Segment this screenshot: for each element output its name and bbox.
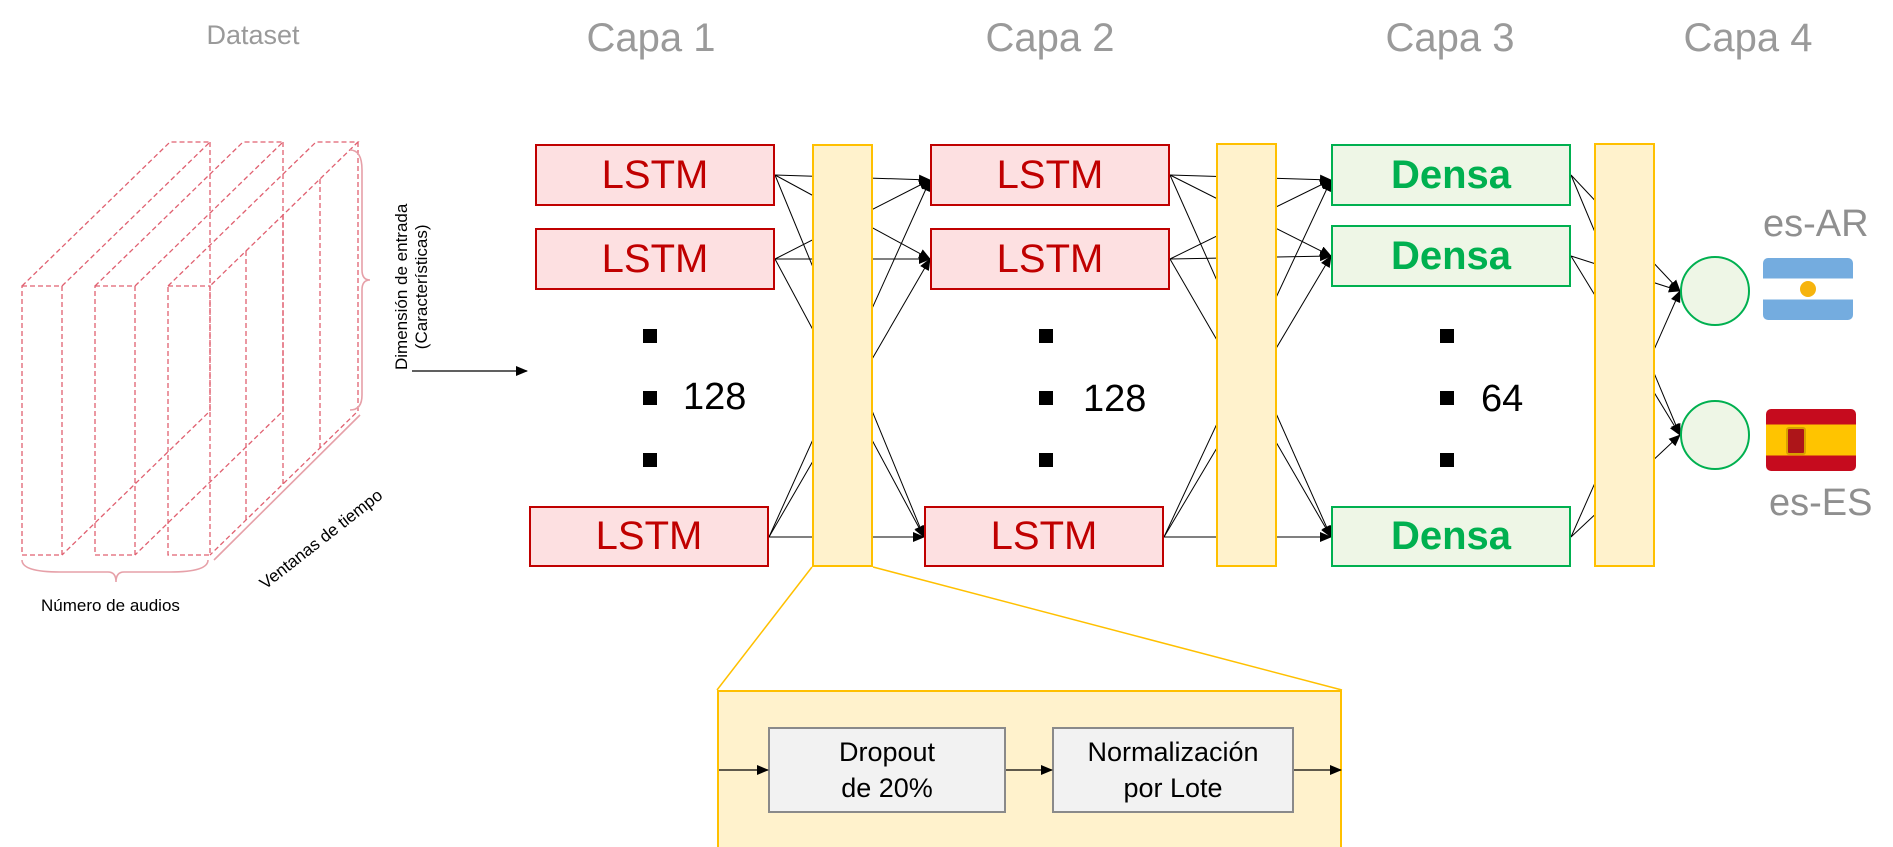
header-layer-3: Capa 3: [1385, 16, 1515, 60]
layer2-lstm-unit: LSTM: [930, 228, 1170, 290]
dataset-slab-edge: [94, 141, 285, 287]
layer2-lstm-unit: LSTM: [930, 144, 1170, 206]
layer2-unit-count: 128: [1083, 378, 1147, 420]
ellipsis-dot: [643, 453, 657, 467]
ellipsis-dot: [1440, 391, 1454, 405]
dataset-slab-edge: [134, 142, 284, 556]
output-label-es-es: es-ES: [1769, 482, 1873, 524]
header-dataset: Dataset: [206, 20, 300, 50]
ellipsis-dot: [643, 329, 657, 343]
dataset-brace: [349, 149, 371, 411]
regularization-band-2: [1216, 143, 1277, 567]
layer1-lstm-unit: LSTM: [535, 228, 775, 290]
layer3-dense-unit: Densa: [1331, 225, 1571, 287]
layer3-unit-count: 64: [1481, 378, 1524, 420]
layer3-dense-unit: Densa: [1331, 506, 1571, 567]
spain-flag-icon: [1766, 409, 1856, 471]
output-neuron-es-ar: [1680, 256, 1750, 326]
zoom-line-right: [872, 566, 1343, 691]
dataset-slab-edge: [94, 285, 136, 556]
ellipsis-dot: [1440, 453, 1454, 467]
layer2-lstm-unit: LSTM: [924, 506, 1164, 567]
ellipsis-dot: [1039, 453, 1053, 467]
dataset-slab-edge: [61, 142, 211, 556]
zoom-line-left: [716, 566, 813, 691]
detail-flow-arrows: [719, 765, 1342, 775]
regularization-band-3: [1594, 143, 1655, 567]
ellipsis-dot: [1039, 391, 1053, 405]
layer1-lstm-unit: LSTM: [529, 506, 769, 567]
ellipsis-dot: [1440, 329, 1454, 343]
dataset-slab-edge: [21, 285, 63, 556]
layer1-lstm-unit: LSTM: [535, 144, 775, 206]
output-neuron-es-es: [1680, 400, 1750, 470]
dataset-braces: [21, 149, 371, 583]
dataset-slab-edge: [167, 285, 211, 556]
dataset-brace: [213, 414, 361, 561]
regularization-band-1: [812, 144, 873, 567]
axis-input-dimension: Dimensión de entrada (Características): [392, 203, 431, 370]
ellipsis-dot: [643, 391, 657, 405]
header-layer-1: Capa 1: [586, 16, 716, 60]
dataset-slab-edge: [167, 141, 360, 287]
layer3-dense-unit: Densa: [1331, 144, 1571, 206]
dataset-tensor-sketch: [21, 141, 360, 556]
output-label-es-ar: es-AR: [1763, 203, 1869, 245]
ellipsis-dot: [1039, 329, 1053, 343]
axis-audio-count: Número de audios: [41, 596, 180, 615]
dataset-slab-edge: [21, 141, 212, 287]
header-layer-2: Capa 2: [985, 16, 1115, 60]
argentina-flag-icon: [1763, 258, 1853, 320]
header-layer-4: Capa 4: [1683, 16, 1813, 60]
dataset-slab-edge: [209, 142, 359, 556]
layer1-unit-count: 128: [683, 376, 747, 418]
dataset-brace: [21, 559, 209, 583]
